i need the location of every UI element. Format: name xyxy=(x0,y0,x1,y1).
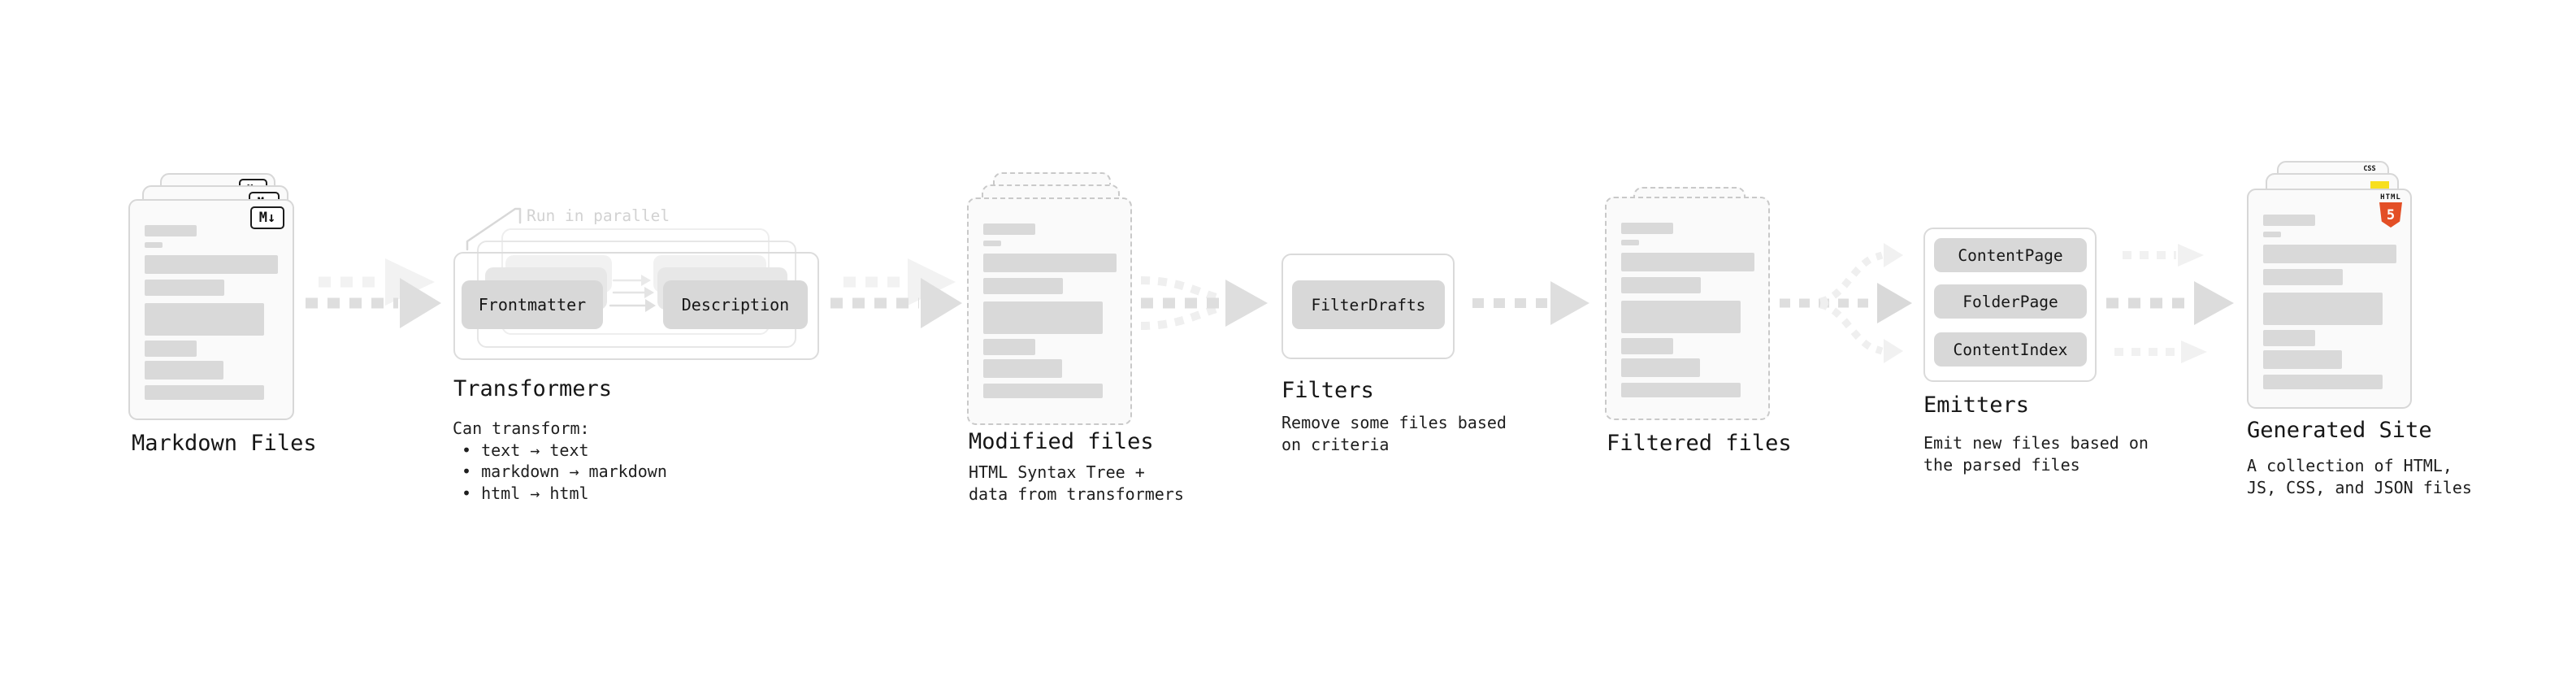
text-line xyxy=(145,303,264,336)
run-in-parallel-annotation: Run in parallel xyxy=(527,206,670,225)
file-card: HTML 5 xyxy=(2247,189,2412,409)
text-line xyxy=(2263,330,2315,346)
arrow-transformers-to-modified xyxy=(830,258,962,328)
emitter-contentindex: ContentIndex xyxy=(1934,332,2087,367)
arrow-filters-to-filtered xyxy=(1472,281,1589,325)
text-line xyxy=(2263,245,2396,263)
text-line xyxy=(2263,215,2315,226)
transformer-description: Description xyxy=(663,280,808,329)
markdown-icon: M↓ xyxy=(250,206,284,229)
html5-icon: HTML 5 xyxy=(2379,193,2403,228)
text-line xyxy=(1621,253,1754,271)
bullet-line: • markdown → markdown xyxy=(462,462,667,481)
node-desc-filters: Remove some files based on criteria xyxy=(1281,412,1507,455)
text-line xyxy=(2263,375,2383,389)
text-line xyxy=(145,385,264,400)
text-line xyxy=(2263,350,2342,369)
transformer-frontmatter: Frontmatter xyxy=(462,280,603,329)
desc-line: the parsed files xyxy=(1923,454,2080,475)
text-line xyxy=(1621,223,1673,234)
text-line xyxy=(1621,383,1741,397)
file-card xyxy=(967,197,1132,425)
text-line xyxy=(145,242,163,248)
bullet-line: • html → html xyxy=(462,483,589,503)
emitter-folderpage: FolderPage xyxy=(1934,284,2087,319)
desc-line: HTML Syntax Tree + xyxy=(969,462,1145,482)
node-label-filters: Filters xyxy=(1281,378,1374,403)
node-label-generated-site: Generated Site xyxy=(2247,418,2432,443)
text-line xyxy=(1621,240,1639,245)
js-icon xyxy=(2370,181,2389,190)
node-label-emitters: Emitters xyxy=(1923,393,2030,418)
desc-line: Emit new files based on xyxy=(1923,433,2149,453)
text-line xyxy=(2263,232,2281,237)
arrow-modified-to-filters xyxy=(1140,276,1268,330)
desc-line: on criteria xyxy=(1281,434,1390,454)
text-line xyxy=(1621,277,1701,293)
text-line xyxy=(145,280,224,296)
filter-filterdrafts: FilterDrafts xyxy=(1292,280,1445,329)
css-icon-label: CSS xyxy=(2363,165,2376,173)
text-line xyxy=(983,359,1062,378)
emitter-contentpage: ContentPage xyxy=(1934,238,2087,272)
transformer-stack-front xyxy=(453,252,819,360)
text-line xyxy=(2263,293,2383,325)
arrow-markdown-to-transformers xyxy=(306,258,441,328)
arrow-filtered-to-emitters xyxy=(1780,243,1912,363)
text-line xyxy=(983,241,1001,246)
file-card xyxy=(1605,197,1770,420)
arrow-emitters-to-generated xyxy=(2106,244,2234,363)
desc-line: JS, CSS, and JSON files xyxy=(2247,477,2472,497)
node-desc-generated-site: A collection of HTML, JS, CSS, and JSON … xyxy=(2247,455,2472,498)
text-line xyxy=(983,278,1063,294)
node-label-markdown-files: Markdown Files xyxy=(132,431,317,456)
file-card: M↓ xyxy=(128,199,294,420)
text-line xyxy=(1621,301,1741,333)
html5-icon-shield: 5 xyxy=(2379,202,2402,228)
text-line xyxy=(145,340,197,357)
text-line xyxy=(1621,338,1673,354)
node-label-transformers: Transformers xyxy=(453,376,613,401)
text-line xyxy=(983,223,1035,235)
node-desc-modified-files: HTML Syntax Tree + data from transformer… xyxy=(969,462,1184,505)
desc-line: A collection of HTML, xyxy=(2247,456,2452,475)
text-line xyxy=(145,255,278,274)
node-label-modified-files: Modified files xyxy=(969,429,1154,454)
bullet-line: • text → text xyxy=(462,440,589,460)
desc-line: data from transformers xyxy=(969,484,1184,504)
html5-icon-label: HTML xyxy=(2380,193,2401,202)
text-line xyxy=(2263,269,2343,285)
text-line xyxy=(1621,358,1700,377)
text-line xyxy=(983,384,1103,398)
text-line xyxy=(145,225,197,236)
text-line xyxy=(983,301,1103,334)
text-line xyxy=(145,361,223,380)
node-desc-transformers: Can transform: • text → text • markdown … xyxy=(453,418,667,504)
node-desc-emitters: Emit new files based on the parsed files xyxy=(1923,432,2149,475)
text-line xyxy=(983,339,1035,355)
desc-title: Can transform: xyxy=(453,419,590,438)
desc-line: Remove some files based xyxy=(1281,413,1507,432)
text-line xyxy=(983,254,1117,272)
node-label-filtered-files: Filtered files xyxy=(1607,431,1792,456)
